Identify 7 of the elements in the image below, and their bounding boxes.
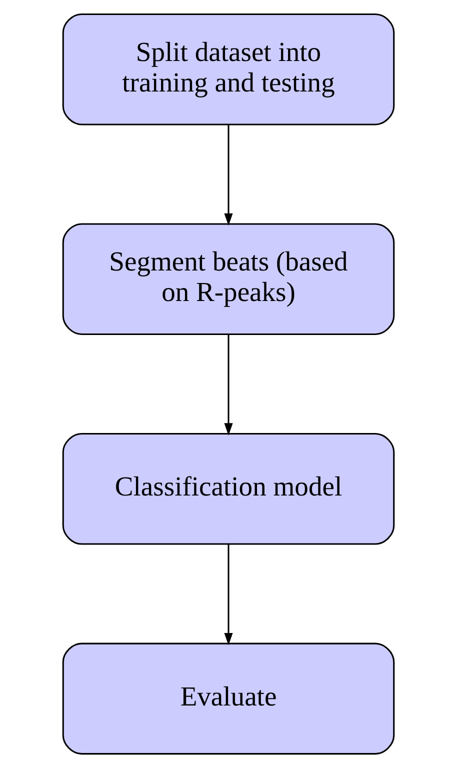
- node-box: Evaluate: [62, 642, 394, 755]
- arrow: [224, 334, 232, 436]
- arrow: [224, 544, 232, 646]
- arrow: [224, 124, 232, 226]
- node-box: Split dataset into training and testing: [62, 13, 394, 126]
- node-box: Segment beats (based on R-peaks): [62, 223, 394, 335]
- node-box: Classification model: [62, 433, 394, 545]
